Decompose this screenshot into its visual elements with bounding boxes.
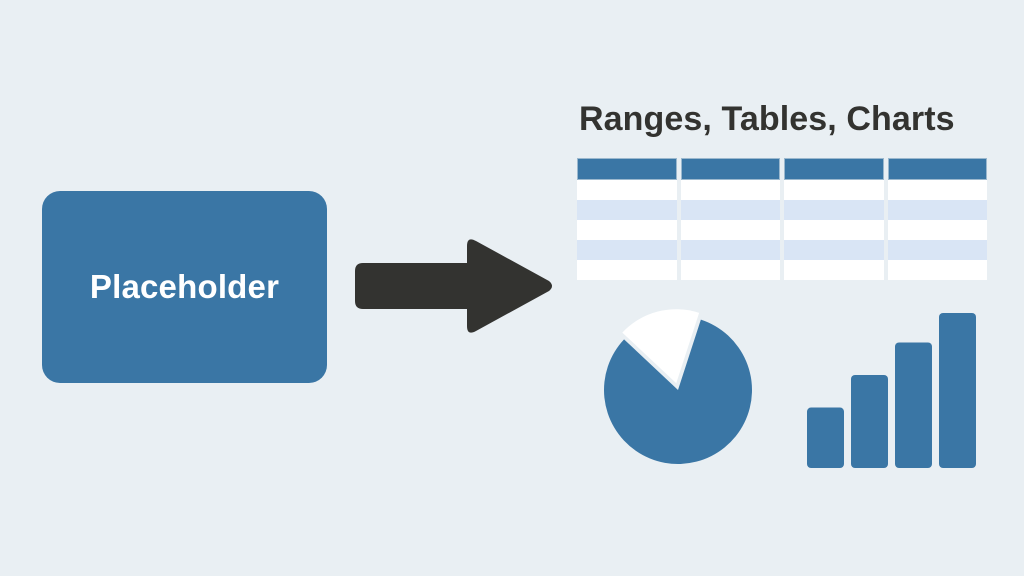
table-header-cell <box>887 158 987 180</box>
arrow-right-icon <box>347 234 555 338</box>
table-row <box>577 180 987 200</box>
table-header-cell <box>680 158 780 180</box>
table-cell <box>577 180 677 200</box>
table-cell <box>887 220 987 240</box>
table-cell <box>577 260 677 280</box>
table-cell <box>784 200 884 220</box>
pie-chart-icon <box>598 308 762 472</box>
bar <box>851 375 888 468</box>
table-icon <box>577 158 987 282</box>
bar <box>939 313 976 468</box>
table-cell <box>887 260 987 280</box>
table-row <box>577 200 987 220</box>
placeholder-node: Placeholder <box>42 191 327 383</box>
table-cell <box>887 180 987 200</box>
table-cell <box>887 200 987 220</box>
bar <box>807 407 844 468</box>
table-cell <box>680 220 780 240</box>
table-cell <box>784 240 884 260</box>
table-cell <box>680 260 780 280</box>
bar <box>895 342 932 468</box>
table-cell <box>577 220 677 240</box>
table-row <box>577 220 987 240</box>
table-header-row <box>577 158 987 180</box>
table-cell <box>680 240 780 260</box>
table-row <box>577 260 987 280</box>
bar-chart-icon <box>805 308 977 472</box>
table-header-cell <box>577 158 677 180</box>
table-row <box>577 240 987 260</box>
table-header-cell <box>784 158 884 180</box>
placeholder-node-label: Placeholder <box>89 268 280 305</box>
table-cell <box>887 240 987 260</box>
page-title: Ranges, Tables, Charts <box>579 100 955 138</box>
table-cell <box>784 260 884 280</box>
table-cell <box>680 180 780 200</box>
table-cell <box>577 200 677 220</box>
pie-slice <box>604 319 752 464</box>
table-cell <box>784 220 884 240</box>
table-cell <box>784 180 884 200</box>
table-cell <box>680 200 780 220</box>
table-cell <box>577 240 677 260</box>
pie-slice <box>622 309 700 384</box>
